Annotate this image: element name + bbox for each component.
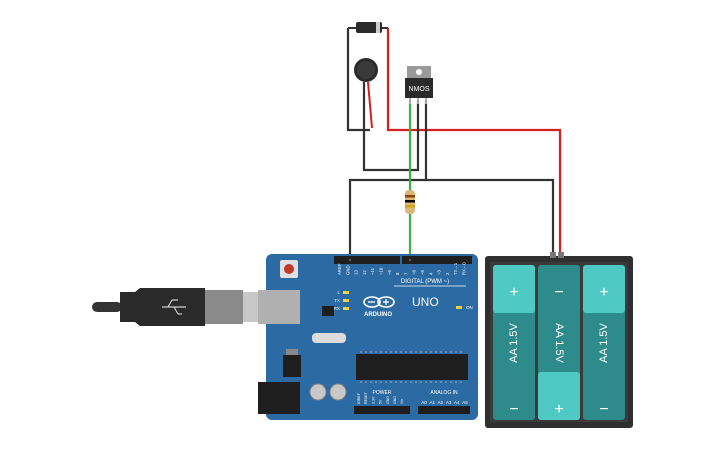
wires: [346, 28, 562, 260]
power-pin-label: 3.3V: [371, 396, 375, 404]
pin-label: 2: [445, 272, 450, 275]
power-header-label: POWER: [373, 390, 392, 396]
wire-red-motor[interactable]: [367, 81, 373, 129]
analog-pin-label: A5: [462, 400, 468, 405]
microcontroller-chip: [356, 354, 468, 380]
power-jack[interactable]: [258, 382, 300, 414]
battery-cell[interactable]: − + AA 1.5V: [538, 265, 580, 420]
pin-label: TX→1: [453, 262, 458, 275]
pin-label: ~5: [420, 269, 425, 275]
cell-top-sign: +: [509, 284, 518, 301]
wire-red-diode[interactable]: [386, 28, 562, 256]
led: [343, 291, 349, 294]
pin-label: 13: [354, 270, 359, 275]
cell-label: AA 1.5V: [598, 322, 610, 362]
pin-label: 12: [362, 270, 367, 275]
pin-label: ~3: [437, 269, 442, 275]
battery-cell[interactable]: + − AA 1.5V: [583, 265, 625, 420]
header-power: [354, 406, 410, 414]
battery-cell[interactable]: + − AA 1.5V: [493, 265, 535, 420]
header-top-left: [334, 256, 400, 264]
analog-pin-label: A0: [421, 400, 427, 405]
digital-header-label: DIGITAL (PWM ~): [401, 279, 449, 285]
resistor[interactable]: [405, 190, 415, 214]
pin-label: 4: [428, 272, 433, 275]
pin-label: ~11: [370, 267, 375, 275]
wire-black-source[interactable]: [424, 100, 555, 256]
led-label: L: [337, 290, 340, 295]
wire-black-motor-loop[interactable]: [346, 28, 370, 132]
nmos-transistor[interactable]: NMOS: [405, 66, 433, 104]
wire-black-gnd[interactable]: [348, 178, 426, 260]
pin-label: AREF: [337, 263, 342, 275]
status-leds: L TX RX: [334, 290, 349, 311]
header-top-right: [402, 256, 472, 264]
power-pin-label: RESET: [364, 391, 368, 404]
pin-label: GND: [345, 265, 350, 275]
power-pin-label: GND: [393, 396, 397, 404]
pin-label: ~9: [387, 269, 392, 275]
cell-top-sign: +: [599, 284, 608, 301]
power-pin-label: IOREF: [357, 392, 361, 404]
analog-pin-label: A1: [429, 400, 435, 405]
pin-label: 7: [403, 272, 408, 275]
pin-label: 8: [395, 272, 400, 275]
analog-pin-label: A2: [438, 400, 444, 405]
cell-bottom-sign: −: [599, 401, 608, 418]
brand-label: ARDUINO: [364, 312, 392, 318]
analog-pin-label: A4: [454, 400, 460, 405]
led-label: TX: [334, 298, 340, 303]
dc-motor[interactable]: [354, 58, 378, 82]
pin-label: ~10: [379, 267, 384, 275]
cell-bottom-sign: +: [554, 401, 563, 418]
arduino-logo: [363, 296, 395, 308]
power-pin-label: GND: [386, 396, 390, 404]
battery-pack[interactable]: + − AA 1.5V − + AA 1.5V + − AA 1.5V: [485, 252, 633, 428]
header-analog: [418, 406, 470, 414]
led: [343, 307, 349, 310]
transistor-label: NMOS: [409, 86, 430, 93]
cell-label: AA 1.5V: [553, 323, 565, 363]
pin-label: RX←0: [462, 262, 467, 275]
cell-bottom-sign: −: [509, 401, 518, 418]
diode[interactable]: [348, 22, 388, 33]
analog-pin-label: A3: [446, 400, 452, 405]
cell-top-sign: −: [554, 284, 563, 301]
cell-label: AA 1.5V: [508, 322, 520, 362]
pin-label: ~6: [412, 269, 417, 275]
led-label: RX: [334, 306, 340, 311]
crystal: [312, 333, 346, 343]
on-label: ON: [466, 305, 473, 310]
model-label: UNO: [412, 295, 439, 309]
power-pin-label: 5V: [379, 399, 383, 404]
wire-black-motor-drain[interactable]: [362, 82, 420, 172]
analog-header-label: ANALOG IN: [430, 390, 458, 396]
power-pin-label: Vin: [400, 399, 404, 404]
led: [343, 299, 349, 302]
usb-icon: [162, 299, 186, 315]
